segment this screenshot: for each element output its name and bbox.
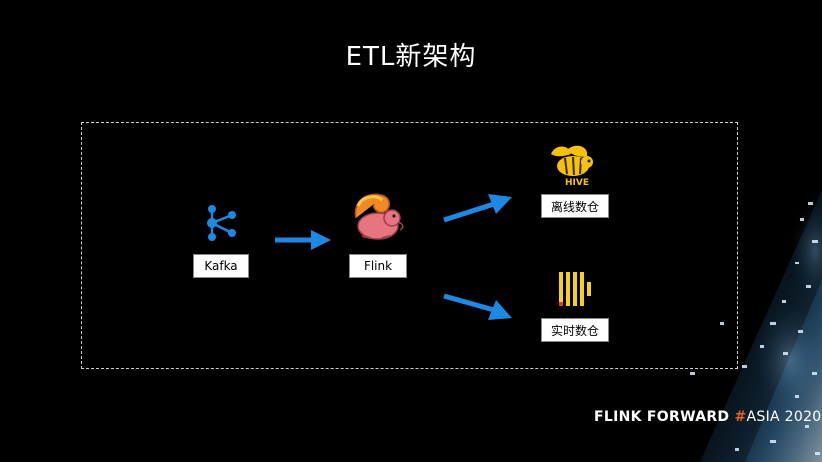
arrow-flink-to-offline-warehouse bbox=[443, 194, 512, 223]
brand-text-asia-2020: ASIA 2020 bbox=[746, 409, 822, 425]
arrow-flink-to-realtime-warehouse bbox=[443, 293, 512, 320]
brand-text-flink-forward: FLINK FORWARD bbox=[594, 409, 730, 425]
offline-warehouse-label: 离线数仓 bbox=[541, 194, 609, 218]
clickhouse-bars-logo-icon bbox=[559, 272, 591, 306]
architecture-frame bbox=[81, 122, 738, 369]
realtime-warehouse-label: 实时数仓 bbox=[541, 318, 609, 342]
flink-label: Flink bbox=[349, 254, 407, 278]
kafka-label: Kafka bbox=[193, 254, 249, 278]
flink-squirrel-logo-icon bbox=[354, 193, 404, 240]
flink-forward-asia-branding: FLINK FORWARD #ASIA 2020 bbox=[594, 409, 822, 425]
hive-bee-logo-icon: HIVE bbox=[551, 145, 593, 188]
kafka-logo-icon bbox=[207, 205, 236, 241]
slide-title: ETL新架构 bbox=[345, 42, 477, 72]
brand-hash: # bbox=[734, 409, 747, 425]
svg-text:HIVE: HIVE bbox=[565, 178, 589, 188]
arrow-kafka-to-flink bbox=[275, 230, 331, 250]
